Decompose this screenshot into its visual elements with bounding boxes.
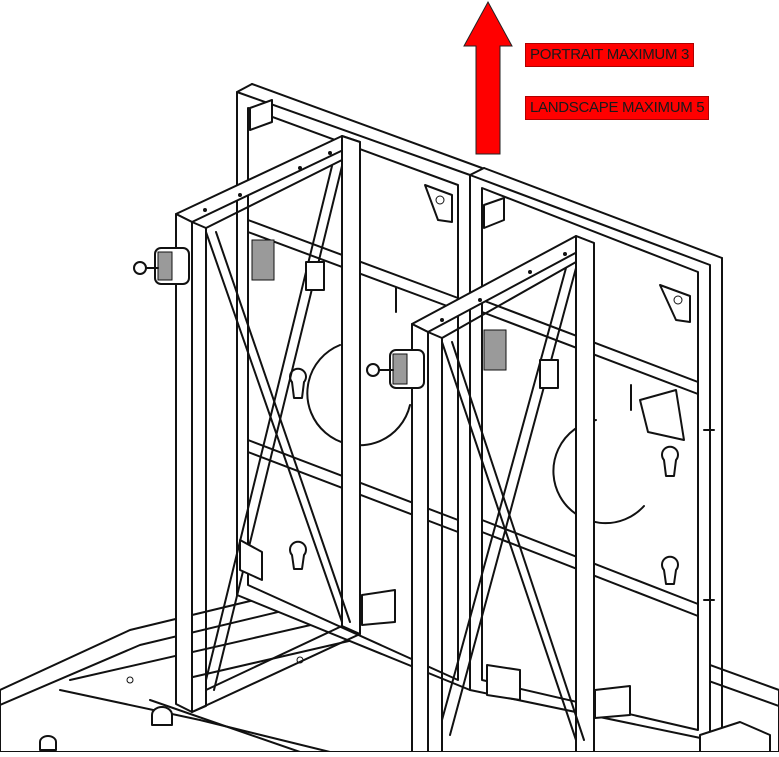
coupler-clamp-icon (366, 349, 425, 389)
hardware-details (239, 239, 771, 753)
rear-panel-right (469, 167, 723, 741)
up-arrow-icon (463, 0, 513, 155)
portrait-maximum-label: PORTRAIT MAXIMUM 3 (525, 43, 695, 67)
support-frame-left (175, 135, 361, 713)
support-frame-right (411, 235, 595, 753)
landscape-maximum-label: LANDSCAPE MAXIMUM 5 (525, 96, 710, 120)
coupler-clamp-icon (133, 247, 190, 285)
